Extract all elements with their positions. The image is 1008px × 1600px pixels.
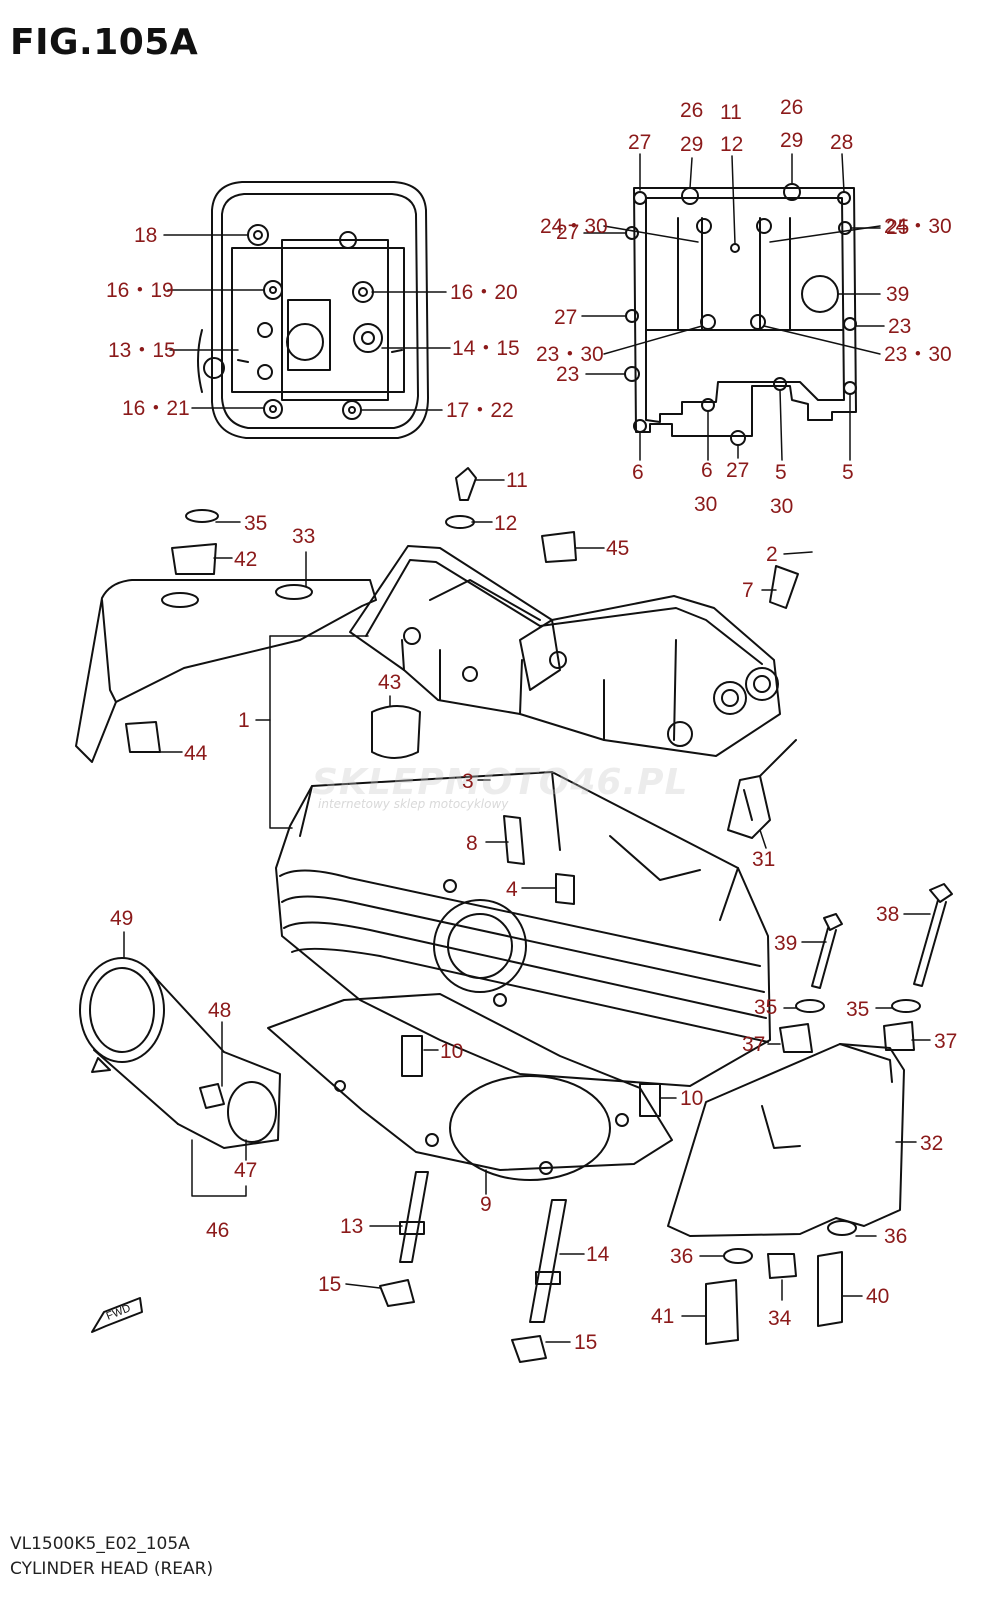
callout-24-30-right: 24・30 [884, 215, 952, 238]
callout-33: 33 [292, 525, 316, 548]
fwd-arrow [91, 1297, 143, 1333]
callout-27-low: 27 [554, 306, 578, 329]
callout-27-bottom: 27 [726, 459, 750, 482]
callout-9: 9 [480, 1193, 492, 1216]
callout-36-left: 36 [670, 1245, 694, 1268]
spark-plug [727, 739, 797, 839]
callout-29-right: 29 [780, 129, 804, 152]
callout-37-left: 37 [742, 1033, 766, 1056]
callout-27-mid: 27 [556, 221, 580, 244]
callout-42: 42 [234, 548, 258, 571]
callout-30-left: 30 [694, 493, 718, 516]
valve-cover [349, 545, 781, 757]
callout-31: 31 [752, 848, 776, 871]
callout-12-top: 12 [720, 133, 744, 156]
callout-39: 39 [774, 932, 798, 955]
drawing-code: VL1500K5_E02_105A [10, 1534, 190, 1554]
callout-24-30-left: 24・30 [540, 215, 608, 238]
callout-10-upper: 10 [440, 1040, 464, 1063]
callout-16-20: 16・20 [450, 281, 518, 304]
callout-6-right: 6 [701, 459, 713, 482]
callout-6-left: 6 [632, 461, 644, 484]
callout-13: 13 [340, 1215, 364, 1238]
callout-13-15: 13・15 [108, 339, 176, 362]
callout-23-left: 23 [556, 363, 580, 386]
callout-2: 2 [766, 543, 778, 566]
cylinder-head-top-view [197, 181, 429, 439]
callout-18: 18 [134, 224, 158, 247]
callout-3: 3 [462, 770, 474, 793]
callout-45: 45 [606, 537, 630, 560]
callout-32: 32 [920, 1132, 944, 1155]
studs-and-nuts [379, 1171, 567, 1363]
callout-17-22: 17・22 [446, 399, 514, 422]
callout-28: 28 [830, 131, 854, 154]
callout-11-top: 11 [720, 101, 742, 124]
figure-title: FIG.105A [10, 22, 199, 63]
callout-38: 38 [876, 903, 900, 926]
callout-37-right: 37 [934, 1030, 958, 1053]
callout-34: 34 [768, 1307, 792, 1330]
callout-26-left: 26 [680, 99, 704, 122]
callout-44: 44 [184, 742, 208, 765]
small-parts [125, 467, 921, 1345]
callout-12: 12 [494, 512, 518, 535]
callout-14: 14 [586, 1243, 610, 1266]
side-cover [667, 1043, 905, 1237]
watermark: SKLEPMOTO46.PL [312, 762, 689, 803]
heat-shield-upper [75, 579, 377, 763]
callout-35-top: 35 [244, 512, 268, 535]
callout-46: 46 [206, 1219, 230, 1242]
valve-cover-inset [624, 183, 857, 446]
callout-5-right: 5 [842, 461, 854, 484]
callout-26-right: 26 [780, 96, 804, 119]
callout-16-21: 16・21 [122, 397, 190, 420]
callout-29-left: 29 [680, 133, 704, 156]
callout-1: 1 [238, 709, 250, 732]
callout-40: 40 [866, 1285, 890, 1308]
callout-11: 11 [506, 469, 528, 492]
callout-16-19: 16・19 [106, 279, 174, 302]
callout-14-15: 14・15 [452, 337, 520, 360]
callout-5-left: 5 [775, 461, 787, 484]
cylinder-gasket [267, 993, 673, 1181]
callout-23-30-right: 23・30 [884, 343, 952, 366]
callout-23-30-left: 23・30 [536, 343, 604, 366]
callout-47: 47 [234, 1159, 258, 1182]
callout-4: 4 [506, 878, 518, 901]
callout-48: 48 [208, 999, 232, 1022]
callout-43: 43 [378, 671, 402, 694]
callout-7: 7 [742, 579, 754, 602]
callout-15-lower: 15 [574, 1331, 598, 1354]
callout-30-right: 30 [770, 495, 794, 518]
callout-27-top: 27 [628, 131, 652, 154]
callout-35-right: 35 [846, 998, 870, 1021]
leader-lines [123, 153, 931, 1343]
callout-8: 8 [466, 832, 478, 855]
long-bolts [811, 883, 953, 989]
callout-39-top: 39 [886, 283, 910, 306]
callout-25: 25 [886, 216, 910, 239]
figure-caption: CYLINDER HEAD (REAR) [10, 1559, 214, 1579]
callout-35-left: 35 [754, 996, 778, 1019]
callout-10-lower: 10 [680, 1087, 704, 1110]
callout-49: 49 [110, 907, 134, 930]
intake-pipe [79, 957, 281, 1149]
cylinder-head [275, 771, 771, 1087]
watermark-subtitle: internetowy sklep motocyklowy [318, 797, 509, 811]
callout-41: 41 [651, 1305, 675, 1328]
callout-15-upper: 15 [318, 1273, 342, 1296]
callout-23-right: 23 [888, 315, 912, 338]
callout-36-right: 36 [884, 1225, 908, 1248]
